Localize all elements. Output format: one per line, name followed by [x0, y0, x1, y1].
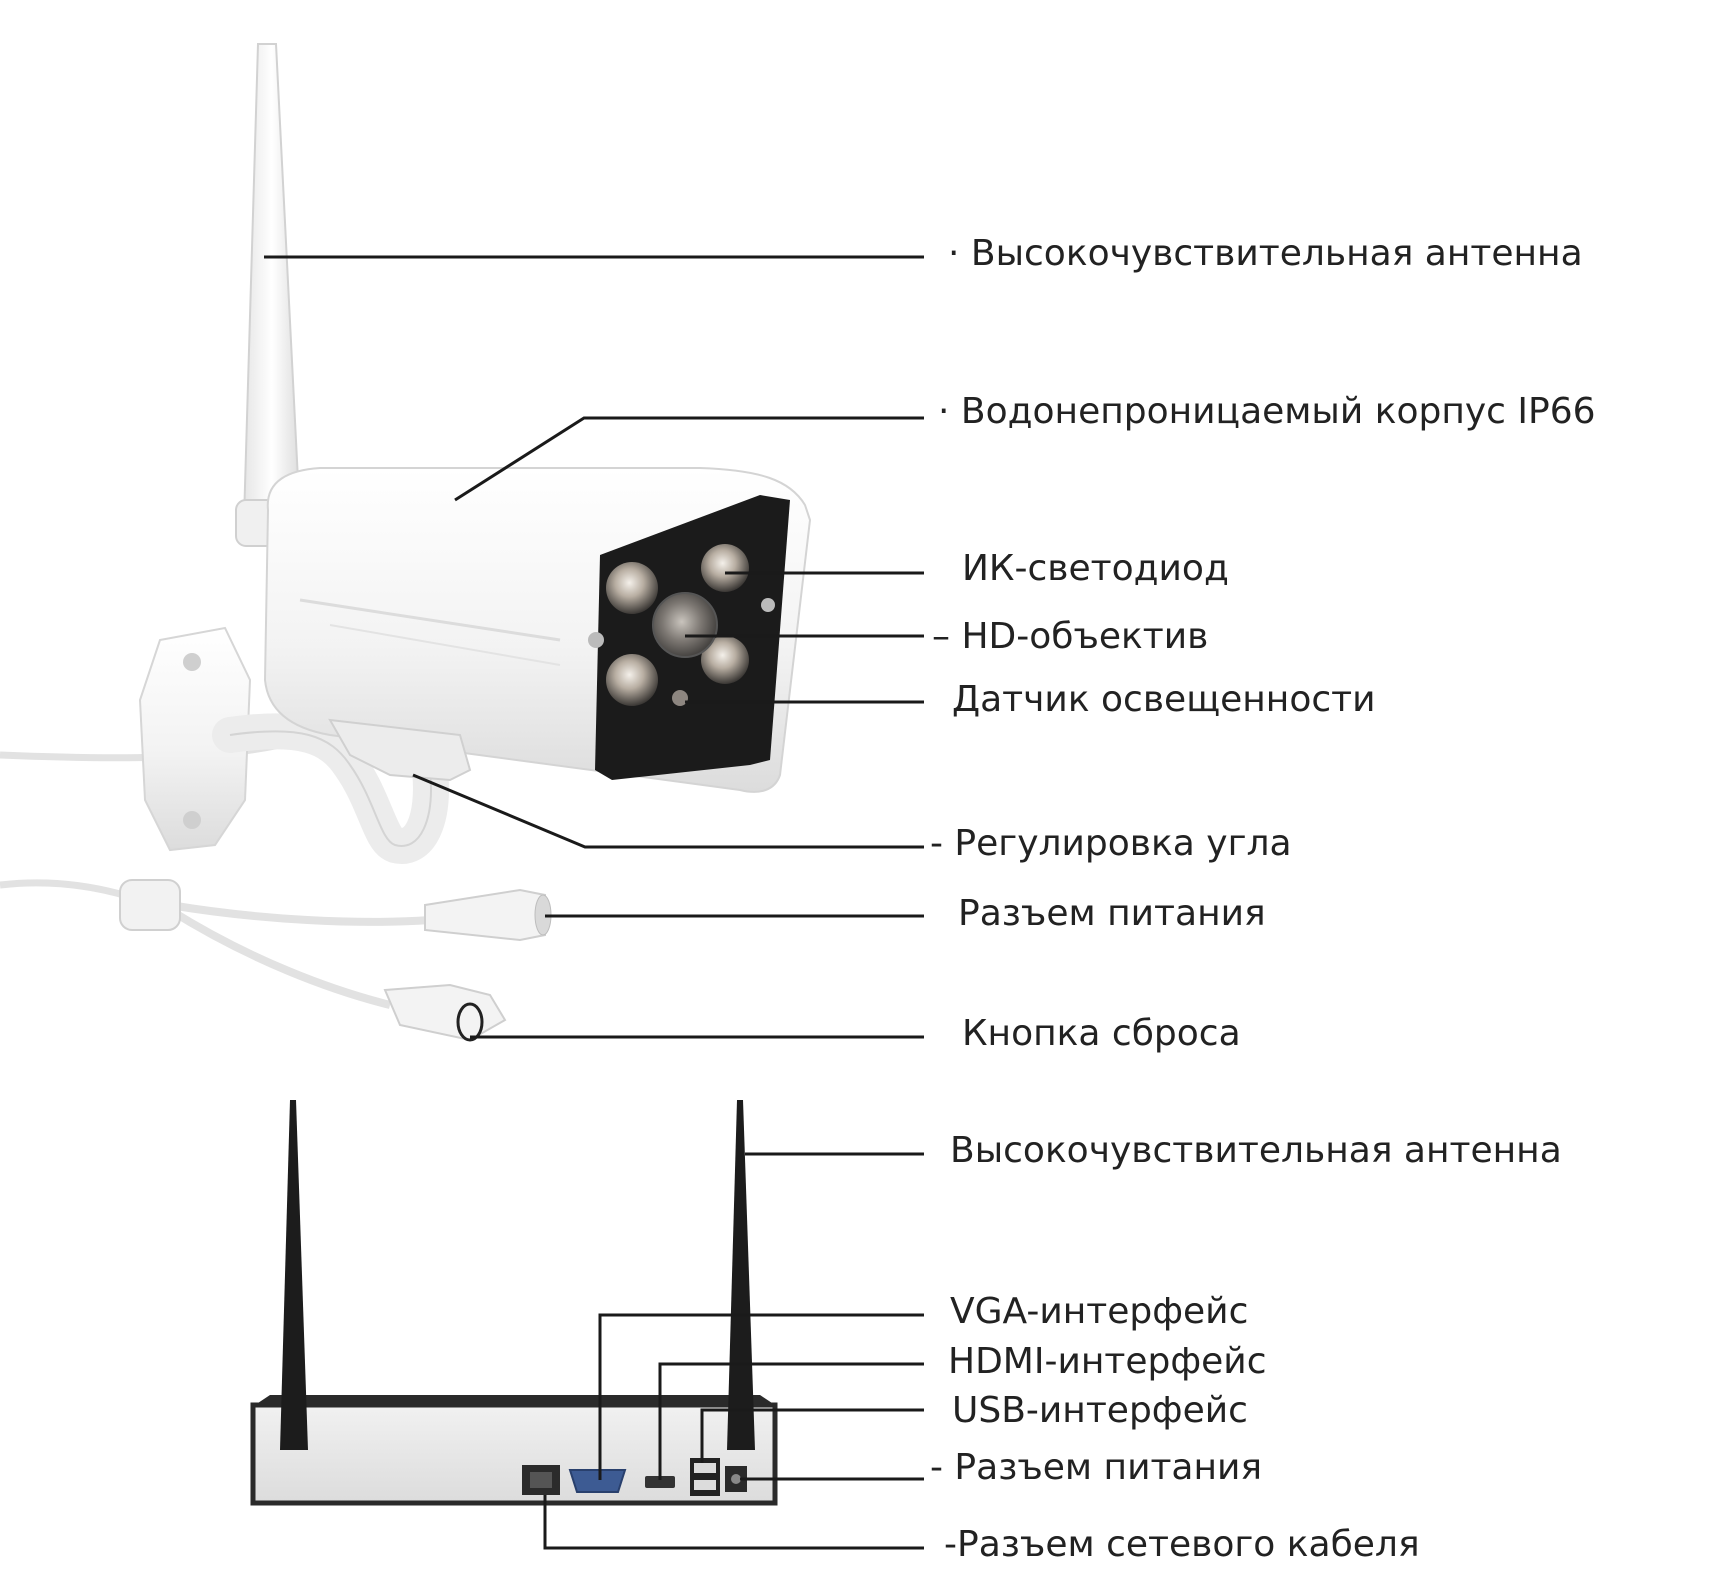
hdmi-port	[645, 1476, 675, 1488]
leader-vga	[598, 1313, 924, 1480]
cable-splitter	[119, 879, 181, 931]
leader-hdmi	[658, 1362, 924, 1480]
label-light-sensor: Датчик освещенности	[952, 679, 1376, 720]
label-ir-led: ИК-светодиод	[962, 548, 1229, 589]
ir-led	[701, 544, 749, 592]
leader-lines	[264, 255, 924, 1550]
label-hd-lens: – HD-объектив	[932, 616, 1209, 657]
label-waterproof-housing: · Водонепроницаемый корпус IP66	[938, 391, 1596, 432]
camera-cable	[167, 906, 391, 1009]
camera-antenna	[242, 43, 302, 521]
nvr-illustration	[250, 1100, 778, 1506]
power-connector-illustration	[424, 888, 546, 942]
wall-mount	[138, 626, 252, 852]
nvr-antenna-left	[280, 1100, 308, 1450]
label-nvr-power-connector: - Разъем питания	[930, 1447, 1263, 1488]
nvr-body	[250, 1402, 778, 1506]
leader-housing	[454, 416, 924, 502]
label-camera-antenna: · Высокочувствительная антенна	[948, 233, 1583, 274]
camera-illustration	[0, 43, 812, 1042]
label-nvr-antenna: Высокочувствительная антенна	[950, 1130, 1562, 1171]
label-angle-adjustment: - Регулировка угла	[930, 823, 1292, 864]
leader-lan	[543, 1495, 924, 1550]
vga-port	[568, 1469, 627, 1493]
reset-connector-illustration	[383, 983, 507, 1042]
label-camera-power-connector: Разъем питания	[958, 893, 1266, 934]
light-sensor	[672, 690, 688, 706]
label-reset-button: Кнопка сброса	[962, 1013, 1241, 1054]
label-hdmi-interface: HDMI-интерфейс	[948, 1341, 1267, 1382]
label-vga-interface: VGA-интерфейс	[950, 1291, 1249, 1332]
ir-led	[701, 636, 749, 684]
label-usb-interface: USB-интерфейс	[952, 1390, 1248, 1431]
camera-cable	[169, 901, 431, 926]
ir-led	[606, 654, 658, 706]
leader-usb	[700, 1408, 924, 1463]
ir-led	[606, 562, 658, 614]
housing-base	[328, 718, 472, 782]
hd-lens	[652, 592, 718, 658]
leader-angle	[412, 773, 924, 849]
label-network-cable-connector: -Разъем сетевого кабеля	[944, 1524, 1420, 1565]
